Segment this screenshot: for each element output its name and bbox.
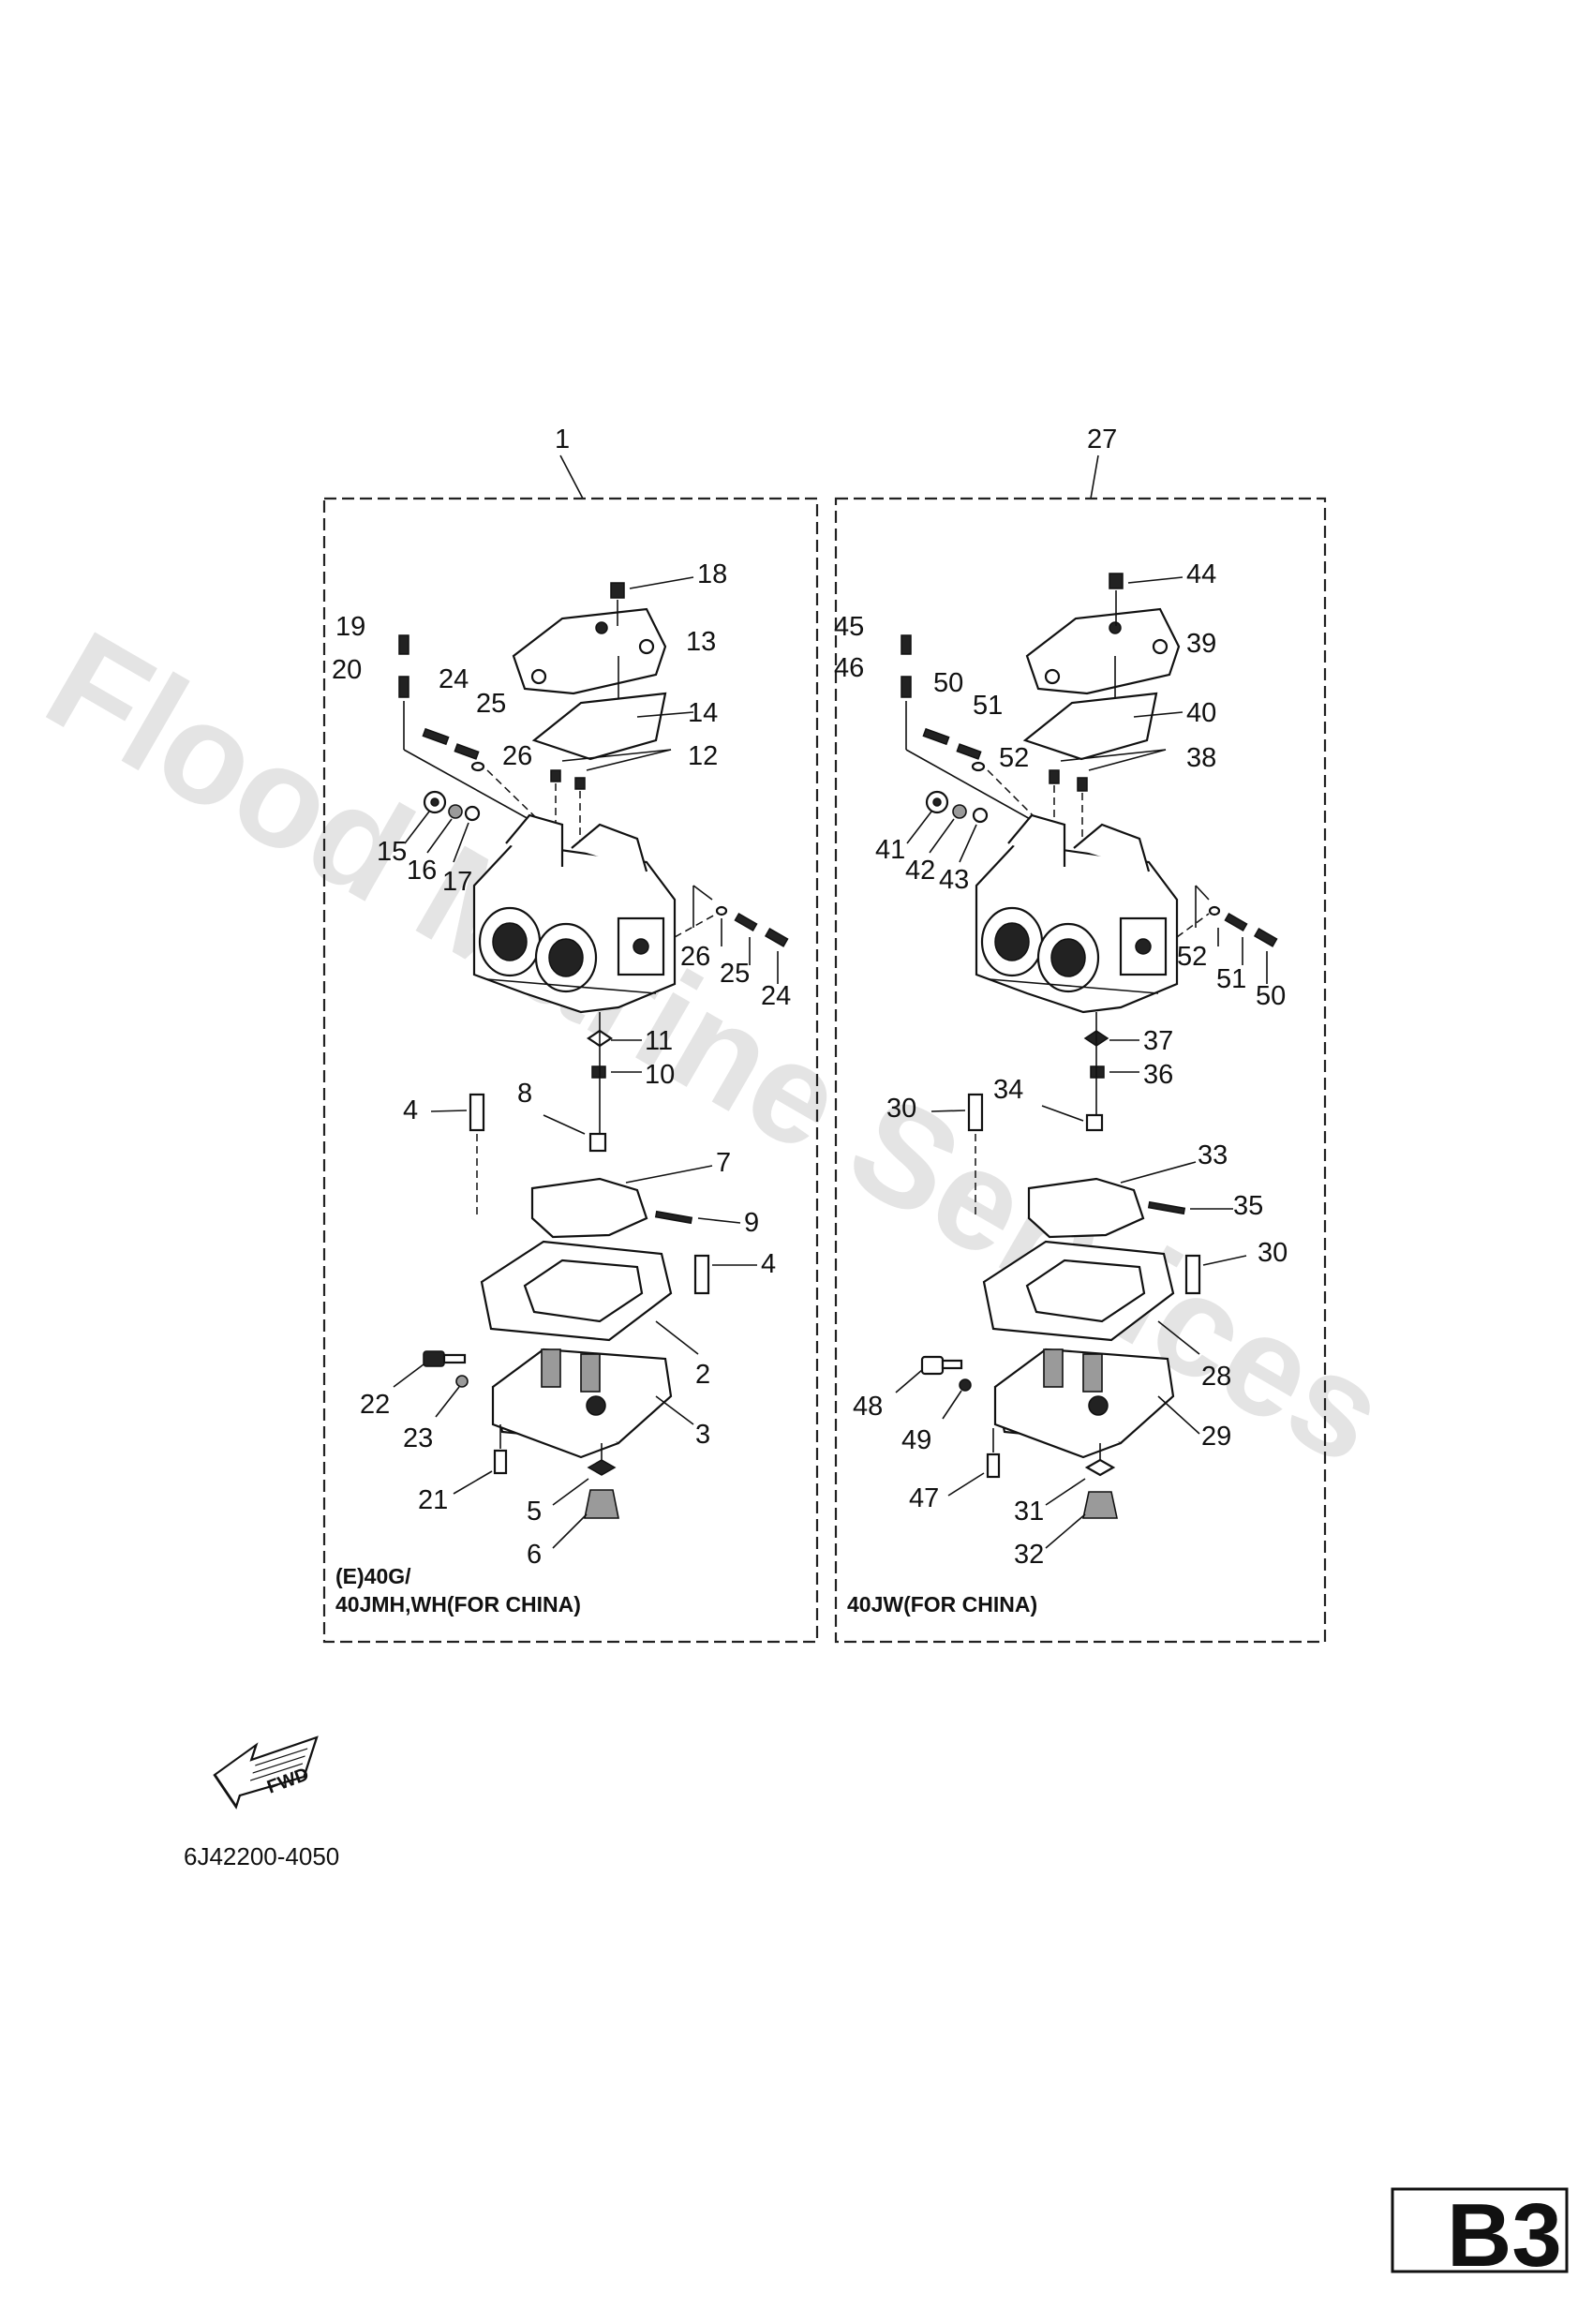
callout-left: 23 [403, 1423, 433, 1453]
callout-left: 26 [680, 942, 710, 972]
diagram-part-number: 6J42200-4050 [184, 1842, 339, 1870]
group-ref-right: 27 [1087, 425, 1117, 454]
callout-left: 25 [720, 959, 750, 989]
callout-right: 50 [1256, 981, 1286, 1011]
callout-left: 18 [697, 559, 727, 589]
callout-left: 4 [761, 1249, 776, 1279]
callout-left: 6 [527, 1540, 542, 1570]
callout-right: 51 [973, 691, 1003, 721]
callout-left: 16 [407, 856, 437, 886]
callout-left: 15 [377, 837, 407, 867]
callout-left: 22 [360, 1390, 390, 1420]
callout-right: 42 [905, 856, 935, 886]
callout-right: 31 [1014, 1497, 1044, 1527]
callout-right: 41 [875, 835, 905, 865]
callout-left: 26 [502, 741, 532, 771]
page-badge-box [1391, 2187, 1569, 2273]
callout-right: 39 [1186, 629, 1216, 659]
callout-left: 25 [476, 689, 506, 719]
callout-right: 38 [1186, 743, 1216, 773]
right-assembly [895, 573, 1278, 1549]
callout-left: 20 [332, 655, 362, 685]
callout-left: 10 [645, 1060, 675, 1090]
callout-left: 7 [716, 1148, 731, 1178]
callout-right: 48 [853, 1392, 883, 1422]
left-assembly [393, 576, 789, 1549]
left-callouts: 18 19 13 20 24 25 14 26 12 15 16 17 26 2… [332, 559, 791, 1570]
callout-right: 35 [1233, 1191, 1263, 1221]
right-callouts: 44 45 39 46 50 51 40 52 38 41 42 43 52 5… [834, 559, 1288, 1570]
group-frame-left [322, 497, 819, 1644]
callout-left: 11 [645, 1026, 673, 1056]
caption-left-line2: 40JMH,WH(FOR CHINA) [335, 1592, 581, 1616]
callout-right: 49 [901, 1425, 931, 1455]
callout-right: 40 [1186, 698, 1216, 728]
callout-left: 13 [686, 627, 716, 657]
caption-left-line1: (E)40G/ [335, 1564, 411, 1588]
callout-right: 44 [1186, 559, 1216, 589]
callout-left: 21 [418, 1485, 448, 1515]
callout-left: 12 [688, 741, 718, 771]
callout-right: 52 [999, 743, 1029, 773]
callout-right: 37 [1143, 1026, 1173, 1056]
callout-right: 30 [886, 1094, 916, 1124]
group-frame-right [834, 497, 1327, 1644]
callout-right: 50 [933, 668, 963, 698]
callout-right: 34 [993, 1075, 1023, 1105]
callout-right: 46 [834, 653, 864, 683]
callout-right: 47 [909, 1483, 939, 1513]
callout-left: 3 [695, 1420, 710, 1450]
callout-left: 14 [688, 698, 718, 728]
callout-left: 9 [744, 1208, 759, 1238]
callout-left: 17 [442, 867, 472, 897]
callout-right: 29 [1201, 1422, 1231, 1452]
callout-left: 19 [335, 612, 365, 642]
group-ref-left: 1 [555, 425, 570, 454]
callout-right: 45 [834, 612, 864, 642]
page-badge: B3 [1447, 2185, 1562, 2286]
callout-left: 8 [517, 1079, 532, 1109]
callout-left: 24 [761, 981, 791, 1011]
callout-left: 2 [695, 1360, 710, 1390]
callout-left: 4 [403, 1095, 418, 1125]
callout-right: 33 [1198, 1140, 1228, 1170]
fwd-arrow-icon [213, 1736, 319, 1810]
caption-right-line1: 40JW(FOR CHINA) [847, 1592, 1037, 1616]
callout-right: 32 [1014, 1540, 1044, 1570]
callout-left: 24 [439, 664, 469, 694]
callout-right: 36 [1143, 1060, 1173, 1090]
callout-right: 28 [1201, 1362, 1231, 1392]
callout-right: 43 [939, 865, 969, 895]
callout-right: 52 [1177, 942, 1207, 972]
callout-right: 30 [1258, 1238, 1288, 1268]
callout-right: 51 [1216, 964, 1246, 994]
callout-left: 5 [527, 1497, 542, 1527]
